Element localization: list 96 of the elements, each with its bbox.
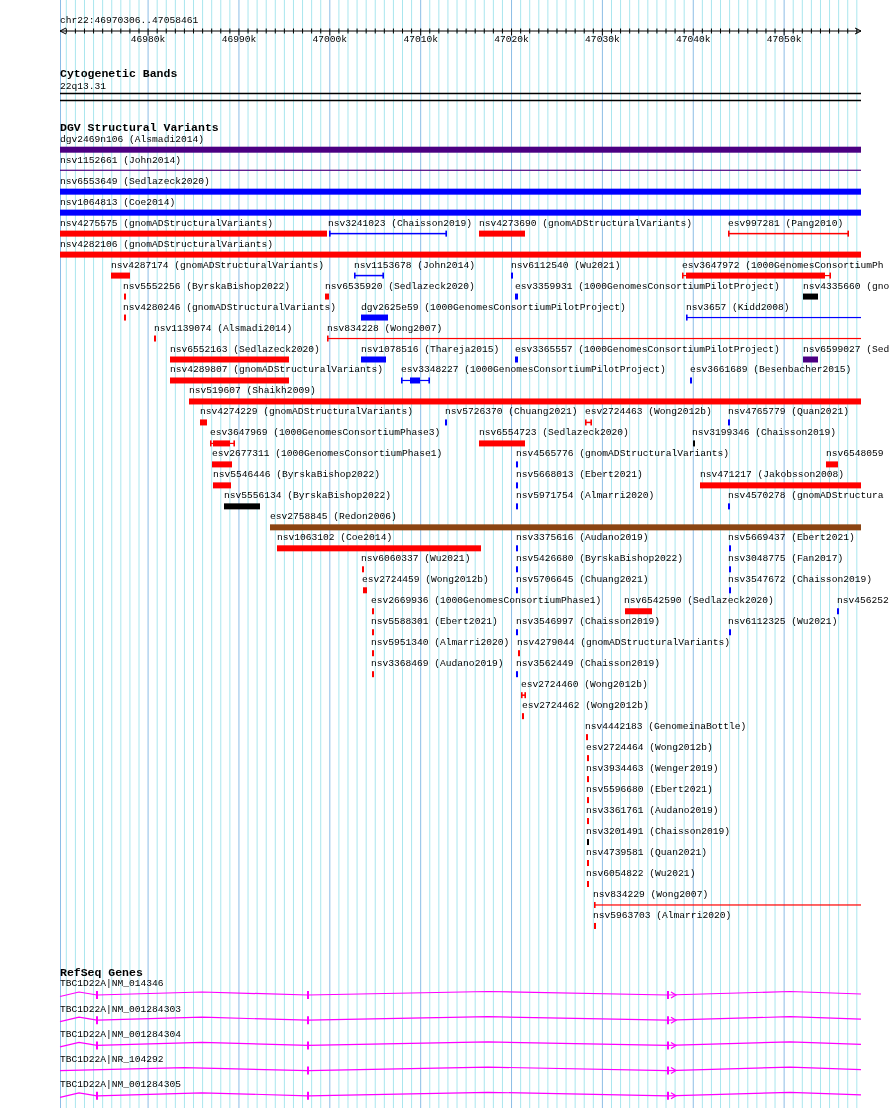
variant-label: esv997281 (Pang2010) [728,218,844,229]
variant-label: esv2724459 (Wong2012b) [362,575,489,586]
variant-label: nsv456252 [837,596,889,607]
variant-label: nsv4570278 (gnomADStructura [728,491,884,502]
variant-label: nsv5426680 (ByrskaBishop2022) [516,554,683,565]
variant-label: nsv519607 (Shaikh2009) [189,386,316,397]
variant-label: esv2669936 (1000GenomesConsortiumPhase1) [371,596,602,607]
variant-label: nsv5706645 (Chuang2021) [516,575,649,586]
transcript-label: TBC1D22A|NM_014346 [60,979,164,990]
variant-label: nsv5552256 (ByrskaBishop2022) [123,281,290,292]
variant-label: esv3647969 (1000GenomesConsortiumPhase3) [210,428,441,439]
variant-label: nsv834228 (Wong2007) [327,323,443,334]
variant-label: nsv4279044 (gnomADStructuralVariants) [517,638,731,649]
variant-label: nsv5963703 (Almarri2020) [593,910,732,921]
variant-label: nsv4273690 (gnomADStructuralVariants) [479,218,693,229]
variant-label: nsv471217 (Jakobsson2008) [700,470,844,481]
variant-label: dgv2625e59 (1000GenomesConsortiumPilotProject) [361,302,626,313]
transcript-label: TBC1D22A|NR_104292 [60,1054,164,1065]
variant-label: nsv5971754 (Almarri2020) [516,491,655,502]
variant-label: nsv4442183 (GenomeinaBottle) [585,722,747,733]
variant-label: esv2724463 (Wong2012b) [585,407,712,418]
variant-label: nsv4335660 (gno [803,281,890,292]
variant-label: nsv3657 (Kidd2008) [686,302,790,313]
axis-tick-label: 47040k [676,35,711,45]
variant-label: nsv6552163 (Sedlazeck2020) [170,344,320,355]
variant-label: nsv4275575 (gnomADStructuralVariants) [60,218,274,229]
variant-label: nsv4282106 (gnomADStructuralVariants) [60,239,274,250]
variant-label: nsv5596680 (Ebert2021) [586,785,713,796]
transcript-label: TBC1D22A|NM_001284304 [60,1029,181,1040]
variant-label: esv3359931 (1000GenomesConsortiumPilotProject) [515,281,780,292]
variant-label: nsv3361761 (Audano2019) [586,806,719,817]
variant-label: nsv6554723 (Sedlazeck2020) [479,428,629,439]
variant-label: esv3647972 (1000GenomesConsortiumPh [682,260,884,271]
variant-label: nsv6553649 (Sedlazeck2020) [60,176,210,187]
variant-label: nsv1139074 (Alsmadi2014) [154,323,293,334]
variant-label: esv3348227 (1000GenomesConsortiumPilotProject) [401,365,666,376]
variant-label: nsv5668013 (Ebert2021) [516,470,643,481]
variant-label: esv3365557 (1000GenomesConsortiumPilotProject) [515,344,780,355]
variant-label: nsv5546446 (ByrskaBishop2022) [213,470,380,481]
variant-label: nsv6548059 [826,449,884,460]
variant-label: nsv834229 (Wong2007) [593,889,709,900]
variant-label: nsv3934463 (Wenger2019) [586,764,719,775]
variant-label: nsv3048775 (Fan2017) [728,554,844,565]
variant-label: nsv4274229 (gnomADStructuralVariants) [200,407,414,418]
track-title: DGV Structural Variants [60,122,219,134]
axis-tick-label: 47050k [766,35,802,45]
variant-label: nsv4765779 (Quan2021) [728,407,849,418]
variant-label: nsv6112540 (Wu2021) [511,260,621,271]
axis-tick-label: 46980k [130,35,166,45]
variant-label: nsv6535920 (Sedlazeck2020) [325,281,475,292]
variant-label: esv2724460 (Wong2012b) [521,680,648,691]
variant-label: nsv1063102 (Coe2014) [277,533,393,544]
location-label: chr22:46970306..47058461 [60,16,199,26]
variant-label: nsv5726370 (Chuang2021) [445,407,578,418]
variant-label: esv3661689 (Besenbacher2015) [690,365,852,376]
variant-label: nsv6054822 (Wu2021) [586,869,696,879]
variant-label: nsv6599027 (Sed [803,344,890,355]
transcript-label: TBC1D22A|NM_001284303 [60,1004,181,1015]
variant-label: nsv5951340 (Almarri2020) [371,638,510,649]
variant-label: esv2677311 (1000GenomesConsortiumPhase1) [212,449,443,460]
variant-label: esv2724464 (Wong2012b) [586,743,713,754]
variant-label: nsv4289807 (gnomADStructuralVariants) [170,365,384,376]
variant-label: nsv1078516 (Thareja2015) [361,344,500,355]
variant-label: nsv3201491 (Chaisson2019) [586,827,730,838]
variant-label: nsv1064813 (Coe2014) [60,197,176,208]
variant-label: nsv5556134 (ByrskaBishop2022) [224,491,391,502]
variant-label: nsv6112325 (Wu2021) [728,617,838,628]
variant-label: nsv4287174 (gnomADStructuralVariants) [111,260,325,271]
variant-label: nsv3562449 (Chaisson2019) [516,659,660,670]
variant-label: nsv3199346 (Chaisson2019) [692,428,836,439]
variant-label: nsv3368469 (Audano2019) [371,659,504,670]
variant-label: nsv6542590 (Sedlazeck2020) [624,596,774,607]
variant-label: nsv3546997 (Chaisson2019) [516,617,660,628]
band-label: 22q13.31 [60,81,107,92]
variant-label: nsv3241023 (Chaisson2019) [328,218,472,229]
track-title: RefSeq Genes [60,966,143,979]
axis-tick-label: 46990k [221,35,257,45]
variant-label: nsv3547672 (Chaisson2019) [728,575,872,586]
variant-label: nsv4280246 (gnomADStructuralVariants) [123,302,337,313]
variant-label: nsv4739581 (Quan2021) [586,848,707,858]
variant-label: nsv5588301 (Ebert2021) [371,617,498,628]
variant-label: esv2758845 (Redon2006) [270,512,397,523]
variant-label: nsv4565776 (gnomADStructuralVariants) [516,449,730,460]
axis-tick-label: 47020k [494,35,529,45]
variant-label: nsv1152661 (John2014) [60,155,181,166]
variant-label: nsv5669437 (Ebert2021) [728,533,855,544]
axis-tick-label: 47030k [585,35,620,45]
track-title: Cytogenetic Bands [60,67,178,80]
variant-label: dgv2469n106 (Alsmadi2014) [60,134,204,145]
variant-label: nsv6060337 (Wu2021) [361,554,471,565]
variant-label: esv2724462 (Wong2012b) [522,701,649,712]
transcript-label: TBC1D22A|NM_001284305 [60,1080,181,1091]
variant-label: nsv1153678 (John2014) [354,260,475,271]
variant-label: nsv3375616 (Audano2019) [516,533,649,544]
axis-tick-label: 47000k [312,35,348,45]
axis-tick-label: 47010k [403,35,438,45]
